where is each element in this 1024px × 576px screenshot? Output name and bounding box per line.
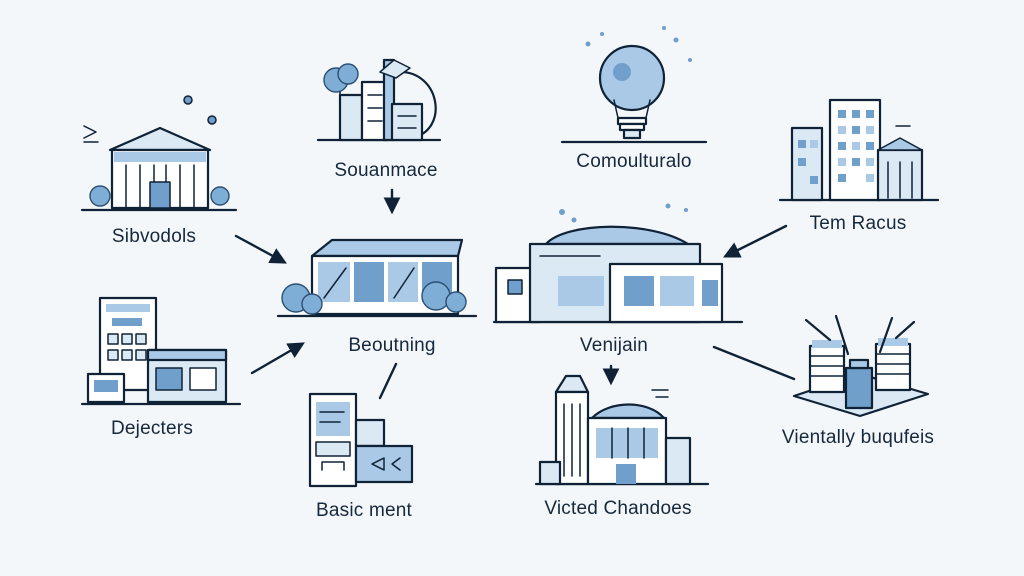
souanmace-skyline-icon (316, 58, 442, 142)
beoutning-glass-building-icon (276, 238, 478, 318)
sibvodols-building-icon (80, 95, 238, 212)
node-label-souanmace: Souanmace (334, 160, 438, 181)
dejecters-devices-icon (80, 296, 242, 406)
tem-racus-tower-icon (778, 98, 940, 202)
vientally-buqufeis-stacks-icon (792, 314, 930, 418)
arrow-sibvodols-to-beoutning (234, 234, 287, 264)
node-label-vientally-buqufeis: Vientally buqufeis (781, 427, 935, 448)
node-label-beoutning: Beoutning (348, 335, 436, 356)
victed-chandoes-city-icon (534, 374, 710, 486)
arrow-tem-racus-to-venijain (722, 224, 788, 258)
node-label-dejecters: Dejecters (110, 418, 194, 439)
node-label-comoulturalo: Comoulturalo (576, 151, 692, 172)
node-label-sibvodols: Sibvodols (111, 226, 197, 247)
connector-basic-ment-to-beoutning (378, 362, 398, 400)
comoulturalo-lightbulb-icon (560, 26, 708, 144)
node-label-tem-racus: Tem Racus (809, 213, 907, 234)
connector-venijain-to-vientally (712, 345, 796, 381)
venijain-campus-icon (492, 203, 744, 324)
node-label-venijain: Venijain (579, 335, 649, 356)
basic-ment-phone-icon (308, 392, 414, 488)
node-label-basic-ment: Basic ment (316, 500, 412, 521)
node-label-victed-chandoes: Victed Chandoes (544, 498, 692, 519)
arrow-dejecters-to-beoutning (250, 342, 305, 375)
